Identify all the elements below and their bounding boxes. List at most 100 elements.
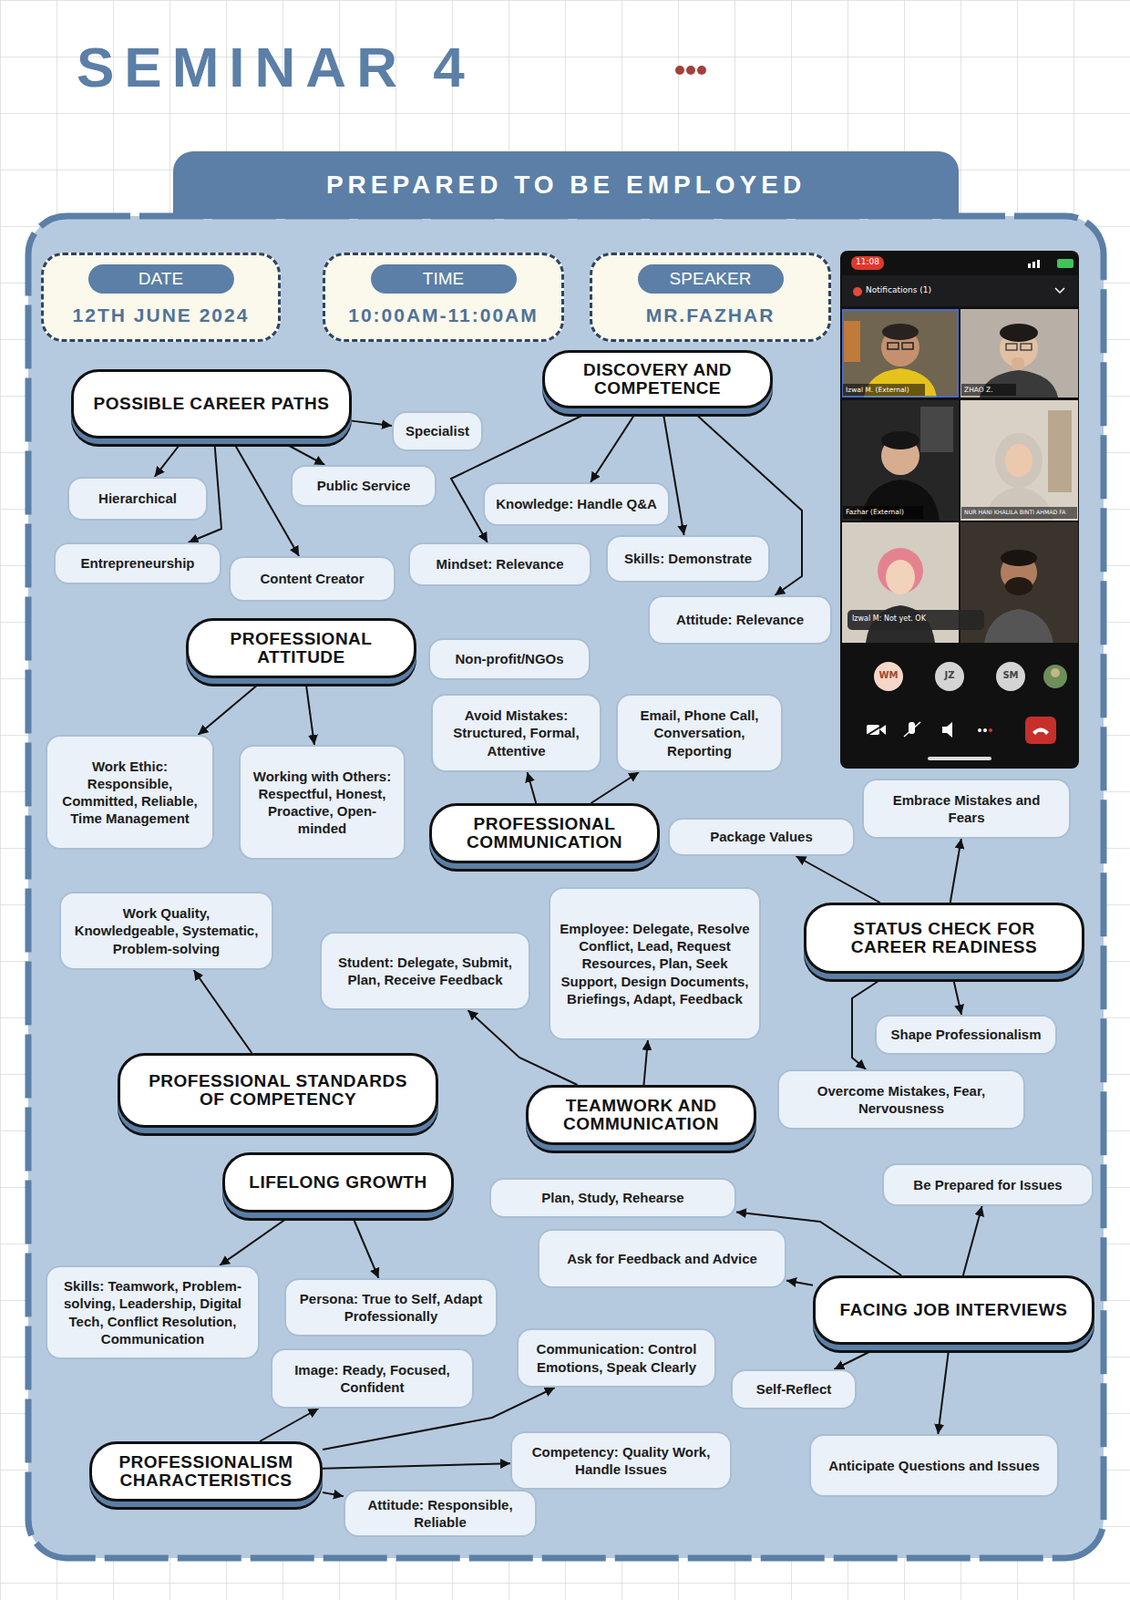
avatar-initials: WM — [873, 669, 904, 681]
video-call-screenshot — [840, 250, 1079, 769]
page-title: SEMINAR 4 — [76, 34, 475, 100]
node-text: Ask for Feedback and Advice — [566, 1249, 758, 1267]
connector-arrow — [795, 855, 880, 903]
node-text: Knowledge: Handle Q&A — [495, 494, 658, 513]
info-pill-label: DATE — [88, 264, 235, 294]
connector-arrow — [154, 438, 185, 477]
node-text: Avoid Mistakes: Structured, Formal, Atte… — [441, 706, 591, 760]
screen-caption: Fazhar (External) — [845, 507, 946, 516]
subtopic-box: Content Creator — [228, 555, 396, 602]
subtopic-box: Knowledge: Handle Q&A — [482, 482, 670, 526]
node-text: Communication: Control Emotions, Speak C… — [527, 1339, 706, 1375]
connector-arrow — [322, 1462, 511, 1468]
screen-caption: NUR HANI KHALILA BINTI AHMAD FA — [964, 508, 1078, 515]
topic-heading: STATUS CHECK FOR CAREER READINESS — [803, 902, 1085, 974]
node-text: Employee: Delegate, Resolve Conflict, Le… — [559, 919, 750, 1007]
node-text: PROFESSIONAL STANDARDS OF COMPETENCY — [134, 1071, 422, 1109]
avatar-initials: SM — [996, 669, 1026, 681]
title-dots — [675, 65, 707, 75]
subtopic-box: Email, Phone Call, Conversation, Reporti… — [616, 693, 783, 772]
node-text: Attitude: Responsible, Reliable — [354, 1495, 526, 1531]
node-text: Plan, Study, Rehearse — [541, 1188, 684, 1206]
topic-heading: TEAMWORK AND COMMUNICATION — [525, 1084, 757, 1145]
subtopic-box: Communication: Control Emotions, Speak C… — [516, 1327, 717, 1387]
info-card: TIME 10:00AM-11:00AM — [322, 252, 565, 342]
subtopic-box: Competency: Quality Work, Handle Issues — [510, 1430, 732, 1490]
subtopic-box: Working with Others: Respectful, Honest,… — [238, 744, 406, 860]
subtopic-box: Plan, Study, Rehearse — [489, 1177, 737, 1218]
node-text: Specialist — [405, 421, 470, 440]
screen-caption: 11:08 — [851, 256, 884, 268]
info-card: DATE 12TH JUNE 2024 — [41, 252, 281, 342]
info-pill-label: TIME — [370, 264, 517, 294]
node-text: LIFELONG GROWTH — [248, 1172, 427, 1192]
title-banner: PREPARED TO BE EMPLOYED — [173, 151, 959, 219]
subtopic-box: Anticipate Questions and Issues — [809, 1433, 1059, 1497]
topic-heading: POSSIBLE CAREER PATHS — [71, 369, 352, 439]
topic-heading: PROFESSIONAL ATTITUDE — [185, 617, 417, 678]
connector-arrow — [963, 1205, 983, 1275]
node-text: Self-Reflect — [756, 1379, 833, 1398]
info-pill-label: SPEAKER — [637, 264, 784, 294]
topic-heading: PROFESSIONALISM CHARACTERISTICS — [89, 1440, 323, 1501]
subtopic-box: Entrepreneurship — [53, 542, 222, 585]
connector-arrow — [350, 1212, 379, 1278]
node-text: FACING JOB INTERVIEWS — [840, 1300, 1069, 1319]
topic-heading: PROFESSIONAL COMMUNICATION — [429, 802, 660, 863]
node-text: STATUS CHECK FOR CAREER READINESS — [821, 919, 1068, 956]
connector-arrow — [322, 1491, 344, 1496]
subtopic-box: Attitude: Responsible, Reliable — [343, 1489, 537, 1537]
node-text: 10:00AM-11:00AM — [348, 304, 539, 327]
topic-heading: DISCOVERY AND COMPETENCE — [542, 349, 773, 409]
topic-heading: FACING JOB INTERVIEWS — [812, 1274, 1095, 1345]
subtopic-box: Avoid Mistakes: Structured, Formal, Atte… — [431, 693, 602, 772]
subtopic-box: Ask for Feedback and Advice — [537, 1228, 787, 1288]
subtopic-box: Image: Ready, Focused, Confident — [270, 1347, 474, 1408]
screen-caption: Izwal M. (External) — [845, 385, 946, 394]
node-text: Competency: Quality Work, Handle Issues — [521, 1442, 721, 1478]
connector-arrow — [786, 1280, 813, 1285]
node-text: PREPARED TO BE EMPLOYED — [326, 170, 806, 200]
connector-arrow — [219, 1212, 296, 1265]
subtopic-box: Self-Reflect — [730, 1368, 857, 1409]
node-text: Be Prepared for Issues — [913, 1175, 1062, 1193]
connector-arrow — [276, 438, 326, 465]
node-text: Work Quality, Knowledgeable, Systematic,… — [70, 904, 263, 957]
node-text: POSSIBLE CAREER PATHS — [93, 394, 330, 413]
subtopic-box: Be Prepared for Issues — [882, 1162, 1094, 1206]
node-text: Persona: True to Self, Adapt Professiona… — [295, 1289, 487, 1325]
subtopic-box: Hierarchical — [67, 476, 208, 521]
node-text: Shape Professionalism — [890, 1025, 1041, 1043]
subtopic-box: Specialist — [391, 410, 483, 452]
topic-heading: LIFELONG GROWTH — [222, 1151, 454, 1213]
subtopic-box: Employee: Delegate, Resolve Conflict, Le… — [548, 886, 761, 1040]
connector-arrow — [590, 408, 639, 483]
node-text: 12TH JUNE 2024 — [72, 304, 250, 327]
node-text: DISCOVERY AND COMPETENCE — [559, 360, 756, 398]
subtopic-box: Skills: Demonstrate — [606, 534, 771, 583]
subtopic-box: Public Service — [290, 464, 437, 507]
node-text: Working with Others: Respectful, Honest,… — [249, 767, 395, 838]
connector-arrow — [833, 1344, 884, 1369]
subtopic-box: Persona: True to Self, Adapt Professiona… — [284, 1277, 498, 1336]
subtopic-box: Overcome Mistakes, Fear, Nervousness — [777, 1068, 1026, 1130]
subtopic-box: Shape Professionalism — [874, 1014, 1058, 1055]
node-text: Public Service — [317, 476, 411, 494]
screen-caption: ZHAO Z. — [964, 385, 1038, 394]
node-text: Content Creator — [259, 569, 364, 587]
connector-arrow — [351, 421, 392, 426]
node-text: Email, Phone Call, Conversation, Reporti… — [626, 706, 772, 760]
node-text: Skills: Teamwork, Problem-solving, Leade… — [56, 1276, 249, 1347]
node-text: Skills: Demonstrate — [624, 549, 752, 567]
node-text: Overcome Mistakes, Fear, Nervousness — [788, 1081, 1015, 1117]
topic-heading: PROFESSIONAL STANDARDS OF COMPETENCY — [117, 1052, 439, 1128]
subtopic-box: Work Quality, Knowledgeable, Systematic,… — [59, 891, 274, 970]
node-text: PROFESSIONAL COMMUNICATION — [446, 814, 643, 852]
node-text: Image: Ready, Focused, Confident — [281, 1360, 463, 1396]
subtopic-box: Embrace Mistakes and Fears — [862, 778, 1071, 839]
node-text: PROFESSIONAL ATTITUDE — [203, 629, 400, 667]
subtopic-box: Student: Delegate, Submit, Plan, Receive… — [319, 931, 531, 1010]
node-text: Hierarchical — [98, 489, 177, 507]
info-card: SPEAKERMR.FAZHAR — [589, 252, 832, 342]
